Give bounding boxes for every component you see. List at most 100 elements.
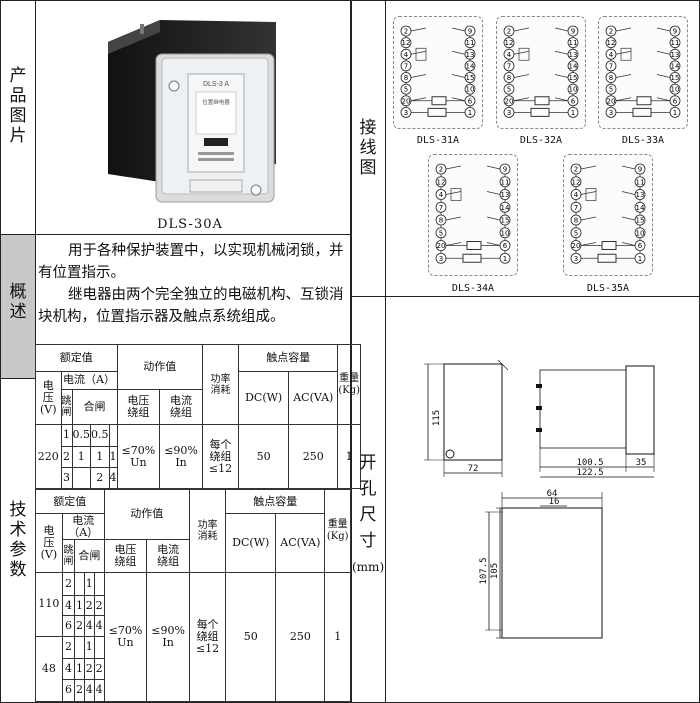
- product-photo: DLS-3 A 位置继电器: [100, 14, 280, 206]
- wiring-label-3: DLS-33A: [621, 135, 665, 146]
- svg-text:4: 4: [574, 191, 579, 199]
- weight: 1: [337, 424, 361, 489]
- svg-text:3: 3: [404, 109, 408, 117]
- cell: [74, 571, 85, 596]
- overview-paragraph-2: 继电器由两个完全独立的电磁机构、互锁消块机构，位置指示器及触点系统组成。: [38, 287, 344, 325]
- wire: [621, 242, 636, 246]
- terminal-7: 7: [605, 60, 617, 72]
- ac: 250: [275, 571, 326, 703]
- wire: [554, 74, 569, 78]
- svg-text:8: 8: [507, 74, 511, 82]
- terminal-14: 14: [499, 201, 511, 213]
- terminal-2: 2: [503, 25, 515, 37]
- wire: [580, 242, 597, 246]
- svg-text:6: 6: [468, 97, 473, 105]
- terminal-20: 20: [605, 95, 617, 107]
- label-char: 孔: [359, 479, 377, 499]
- wire: [580, 191, 597, 195]
- terminal-15: 15: [567, 72, 579, 83]
- svg-text:13: 13: [501, 191, 510, 199]
- wire: [621, 191, 636, 195]
- terminal-14: 14: [669, 60, 681, 72]
- svg-text:3: 3: [574, 255, 578, 263]
- svg-text:14: 14: [466, 62, 475, 70]
- terminal-3: 3: [605, 106, 617, 118]
- svg-text:1: 1: [673, 109, 677, 117]
- cell: 4: [61, 594, 76, 617]
- cell: 2: [83, 658, 95, 680]
- coil-box: [601, 241, 617, 250]
- voltage-110: 110: [35, 571, 63, 637]
- svg-text:2: 2: [574, 166, 578, 174]
- wire: [656, 74, 671, 78]
- terminal-5: 5: [400, 83, 412, 95]
- svg-text:12: 12: [607, 39, 616, 47]
- wire: [615, 97, 632, 102]
- terminal-11: 11: [669, 37, 681, 49]
- dim-cut-height-2: 105: [490, 563, 500, 579]
- terminal-3: 3: [503, 106, 515, 118]
- cell: [93, 571, 105, 596]
- svg-text:2: 2: [404, 28, 408, 36]
- terminal-15: 15: [499, 214, 511, 226]
- terminal-12: 12: [400, 37, 412, 49]
- cell: 1: [90, 445, 110, 468]
- v-action: ≤70% Un: [103, 571, 148, 703]
- svg-text:3: 3: [439, 255, 443, 263]
- h-contact: 触点容量: [238, 344, 339, 372]
- cell: 1: [71, 445, 92, 468]
- wire: [621, 216, 636, 221]
- h-dc: DC(W): [238, 370, 290, 426]
- coil-box: [466, 241, 482, 250]
- cell: 0.5: [71, 424, 92, 447]
- dim-gap: 35: [636, 458, 647, 468]
- cell: 1: [60, 424, 73, 447]
- dim-cut-sub: 16: [549, 497, 560, 507]
- terminal-7: 7: [503, 60, 515, 72]
- coil-box: [431, 96, 447, 106]
- svg-text:1: 1: [468, 109, 472, 117]
- terminal-11: 11: [567, 37, 579, 49]
- label-char: 寸: [359, 531, 377, 551]
- wire: [656, 27, 671, 32]
- label-char: 线: [359, 138, 377, 158]
- wire: [451, 74, 466, 78]
- terminal-4: 4: [605, 48, 617, 60]
- terminal-10: 10: [567, 83, 579, 95]
- cell: 2: [93, 594, 105, 617]
- label-char: 述: [9, 302, 27, 322]
- coil-box: [530, 107, 550, 117]
- cell: 6: [61, 678, 76, 703]
- svg-text:14: 14: [501, 204, 510, 212]
- label-char: 术: [9, 520, 27, 540]
- h-weight: 重量(Kg): [324, 489, 351, 573]
- terminal-10: 10: [499, 227, 511, 239]
- wire: [621, 165, 636, 170]
- terminal-3: 3: [400, 106, 412, 118]
- label-char: (mm): [352, 560, 385, 574]
- cell: 3: [60, 466, 73, 490]
- svg-text:12: 12: [402, 39, 411, 47]
- dim-cut-height-1: 107.5: [479, 557, 489, 584]
- wire: [451, 97, 466, 102]
- relay-contact: [415, 47, 427, 61]
- product-model-caption: DLS-30A: [157, 217, 223, 232]
- terminal-8: 8: [400, 72, 412, 83]
- terminal-9: 9: [634, 163, 646, 175]
- terminal-4: 4: [435, 189, 447, 200]
- terminal-13: 13: [634, 189, 646, 200]
- h-vcoil: 电压绕组: [103, 538, 148, 573]
- label-char: 片: [9, 126, 27, 146]
- terminal-10: 10: [634, 227, 646, 239]
- cell: 2: [83, 594, 95, 617]
- svg-text:2: 2: [609, 28, 613, 36]
- voltage-220: 220: [35, 424, 62, 489]
- terminal-9: 9: [567, 25, 579, 37]
- cell: 1: [83, 635, 95, 660]
- v-action: ≤70% Un: [116, 424, 161, 489]
- svg-text:12: 12: [505, 39, 514, 47]
- terminal-1: 1: [464, 106, 476, 118]
- wire: [656, 50, 671, 55]
- svg-text:14: 14: [671, 62, 680, 70]
